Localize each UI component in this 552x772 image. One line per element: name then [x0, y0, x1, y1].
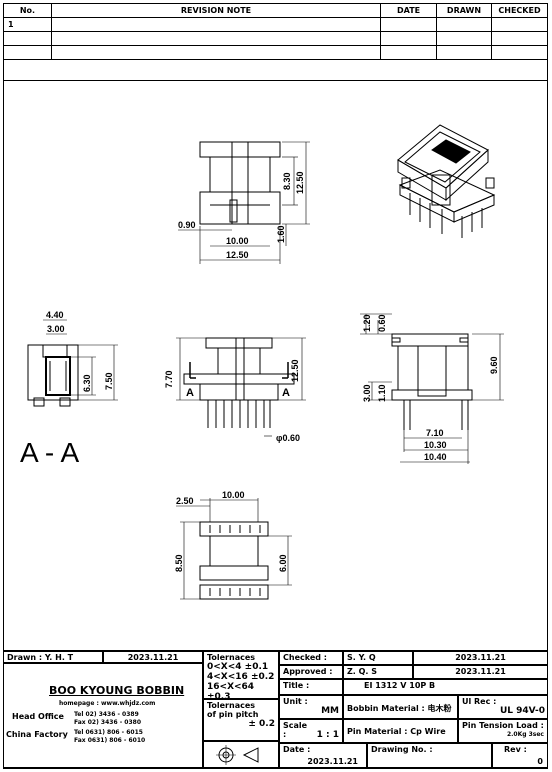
tolerances-block: Tolernaces 0<X<4 ±0.1 4<X<16 ±0.2 16<X<6…	[203, 651, 279, 699]
dim-side-7-10: 7.10	[426, 428, 444, 438]
checked-label: Checked :	[279, 651, 343, 665]
dim-bottom-10-00: 10.00	[222, 490, 245, 500]
section-mark-a-left: A	[186, 387, 194, 399]
section-mark-a-right: A	[282, 387, 290, 399]
dim-bottom-6-00: 6.00	[278, 554, 288, 572]
pin-pitch-value: ± 0.2	[248, 719, 275, 729]
head-office-fax: Fax 02) 3436 - 0380	[74, 719, 142, 726]
date-label: Date :	[283, 745, 311, 754]
company-name: BOO KYOUNG BOBBIN	[49, 684, 185, 697]
dim-top-12-50-v: 12.50	[295, 171, 305, 194]
technical-drawing: 8.30 12.50 0.90 10.00 1.60 12.50	[20, 124, 504, 600]
head-office-tel: Tel 02) 3436 - 0389	[74, 711, 139, 718]
ul-rec-value: UL 94V-0	[499, 706, 545, 716]
section-view	[27, 319, 118, 407]
company-block: BOO KYOUNG BOBBIN homepage : www.whjdz.c…	[3, 663, 203, 769]
rev-value: 0	[537, 757, 543, 766]
revision-row	[3, 31, 549, 46]
tolerance-3: 16<X<64 ±0.3	[207, 682, 255, 699]
homepage: homepage : www.whjdz.com	[59, 700, 156, 707]
china-factory-fax: Fax 0631) 806 - 6010	[74, 737, 146, 744]
dim-bottom-8-50: 8.50	[174, 554, 184, 572]
date-value: 2023.11.21	[307, 757, 358, 766]
tolerance-2: 4<X<16 ±0.2	[207, 672, 275, 682]
dim-side-1-10: 1.10	[377, 384, 387, 402]
title-block: Drawn : Y. H. T 2023.11.21 BOO KYOUNG BO…	[3, 650, 548, 769]
projection-symbol-icon	[216, 745, 259, 765]
rev-block: Rev : 0	[492, 743, 548, 769]
dim-side-10-40: 10.40	[424, 452, 447, 462]
top-view	[178, 141, 310, 264]
scale-label: Scale :	[283, 721, 308, 739]
dim-section-4-40: 4.40	[46, 310, 64, 320]
revision-row	[3, 45, 549, 60]
front-view	[176, 337, 306, 437]
unit-label: Unit :	[283, 697, 308, 706]
dim-bottom-2-50: 2.50	[176, 496, 194, 506]
checked-name: S. Y. Q	[343, 651, 413, 665]
approved-date: 2023.11.21	[413, 665, 548, 679]
china-factory-tel: Tel 0631) 806 - 6015	[74, 729, 143, 736]
pin-tension-label: Pin Tension Load :	[462, 721, 544, 730]
approved-label: Approved :	[279, 665, 343, 679]
unit-block: Unit : MM	[279, 695, 343, 719]
dim-side-3-00: 3.00	[362, 384, 372, 402]
tolerance-1: 0<X<4 ±0.1	[207, 662, 269, 672]
dim-section-6-30: 6.30	[82, 374, 92, 392]
dim-section-3-00: 3.00	[47, 324, 65, 334]
title-label: Title :	[279, 679, 343, 695]
revision-table: No. REVISION NOTE DATE DRAWN CHECKED 1	[3, 3, 549, 60]
section-label: A - A	[20, 437, 79, 468]
dim-top-12-50-h: 12.50	[226, 250, 249, 260]
drawn-date: 2023.11.21	[103, 651, 203, 663]
dim-top-10-00: 10.00	[226, 236, 249, 246]
projection-symbol-block	[203, 741, 279, 769]
dim-side-10-30: 10.30	[424, 440, 447, 450]
tolerances-title: Tolernaces	[207, 653, 256, 662]
dim-top-8-30: 8.30	[282, 172, 292, 190]
bottom-view	[176, 498, 292, 600]
date-block: Date : 2023.11.21	[279, 743, 367, 769]
head-office-label: Head Office	[12, 712, 64, 721]
pin-tension-value: 2.0Kg 3sec	[506, 731, 544, 738]
title-value: EI 1312 V 10P B	[343, 679, 548, 695]
drawn-by: Drawn : Y. H. T	[3, 651, 103, 663]
ul-rec-label: Ul Rec :	[462, 697, 497, 706]
unit-value: MM	[321, 706, 339, 716]
revision-row: 1	[3, 17, 549, 32]
isometric-view	[397, 124, 496, 238]
scale-value: 1 : 1	[316, 730, 339, 740]
bobbin-material: Bobbin Material : 电木粉	[343, 695, 458, 719]
checked-date: 2023.11.21	[413, 651, 548, 665]
dim-side-9-60: 9.60	[489, 356, 499, 374]
ul-rec-block: Ul Rec : UL 94V-0	[458, 695, 548, 719]
dim-front-12-50: 12.50	[290, 359, 300, 382]
drawing-no: Drawing No. :	[367, 743, 492, 769]
dim-top-0-90: 0.90	[178, 220, 196, 230]
dim-front-pin-dia: φ0.60	[276, 433, 300, 443]
dim-section-7-50: 7.50	[104, 372, 114, 390]
scale-block: Scale : 1 : 1	[279, 719, 343, 743]
dim-side-1-20: 1.20	[362, 314, 372, 332]
dim-front-7-70: 7.70	[164, 370, 174, 388]
dim-top-1-60: 1.60	[276, 225, 286, 243]
china-factory-label: China Factory	[6, 730, 68, 739]
revision-separator	[3, 80, 548, 81]
dim-side-0-60: 0.60	[377, 314, 387, 332]
rev-label: Rev :	[504, 745, 527, 754]
pin-material: Pin Material : Cp Wire	[343, 719, 458, 743]
side-view	[360, 313, 504, 464]
pin-pitch-title: Tolernaces of pin pitch	[207, 701, 259, 719]
pin-pitch-block: Tolernaces of pin pitch ± 0.2	[203, 699, 279, 741]
pin-tension-block: Pin Tension Load : 2.0Kg 3sec	[458, 719, 548, 743]
approved-name: Z. Q. S	[343, 665, 413, 679]
